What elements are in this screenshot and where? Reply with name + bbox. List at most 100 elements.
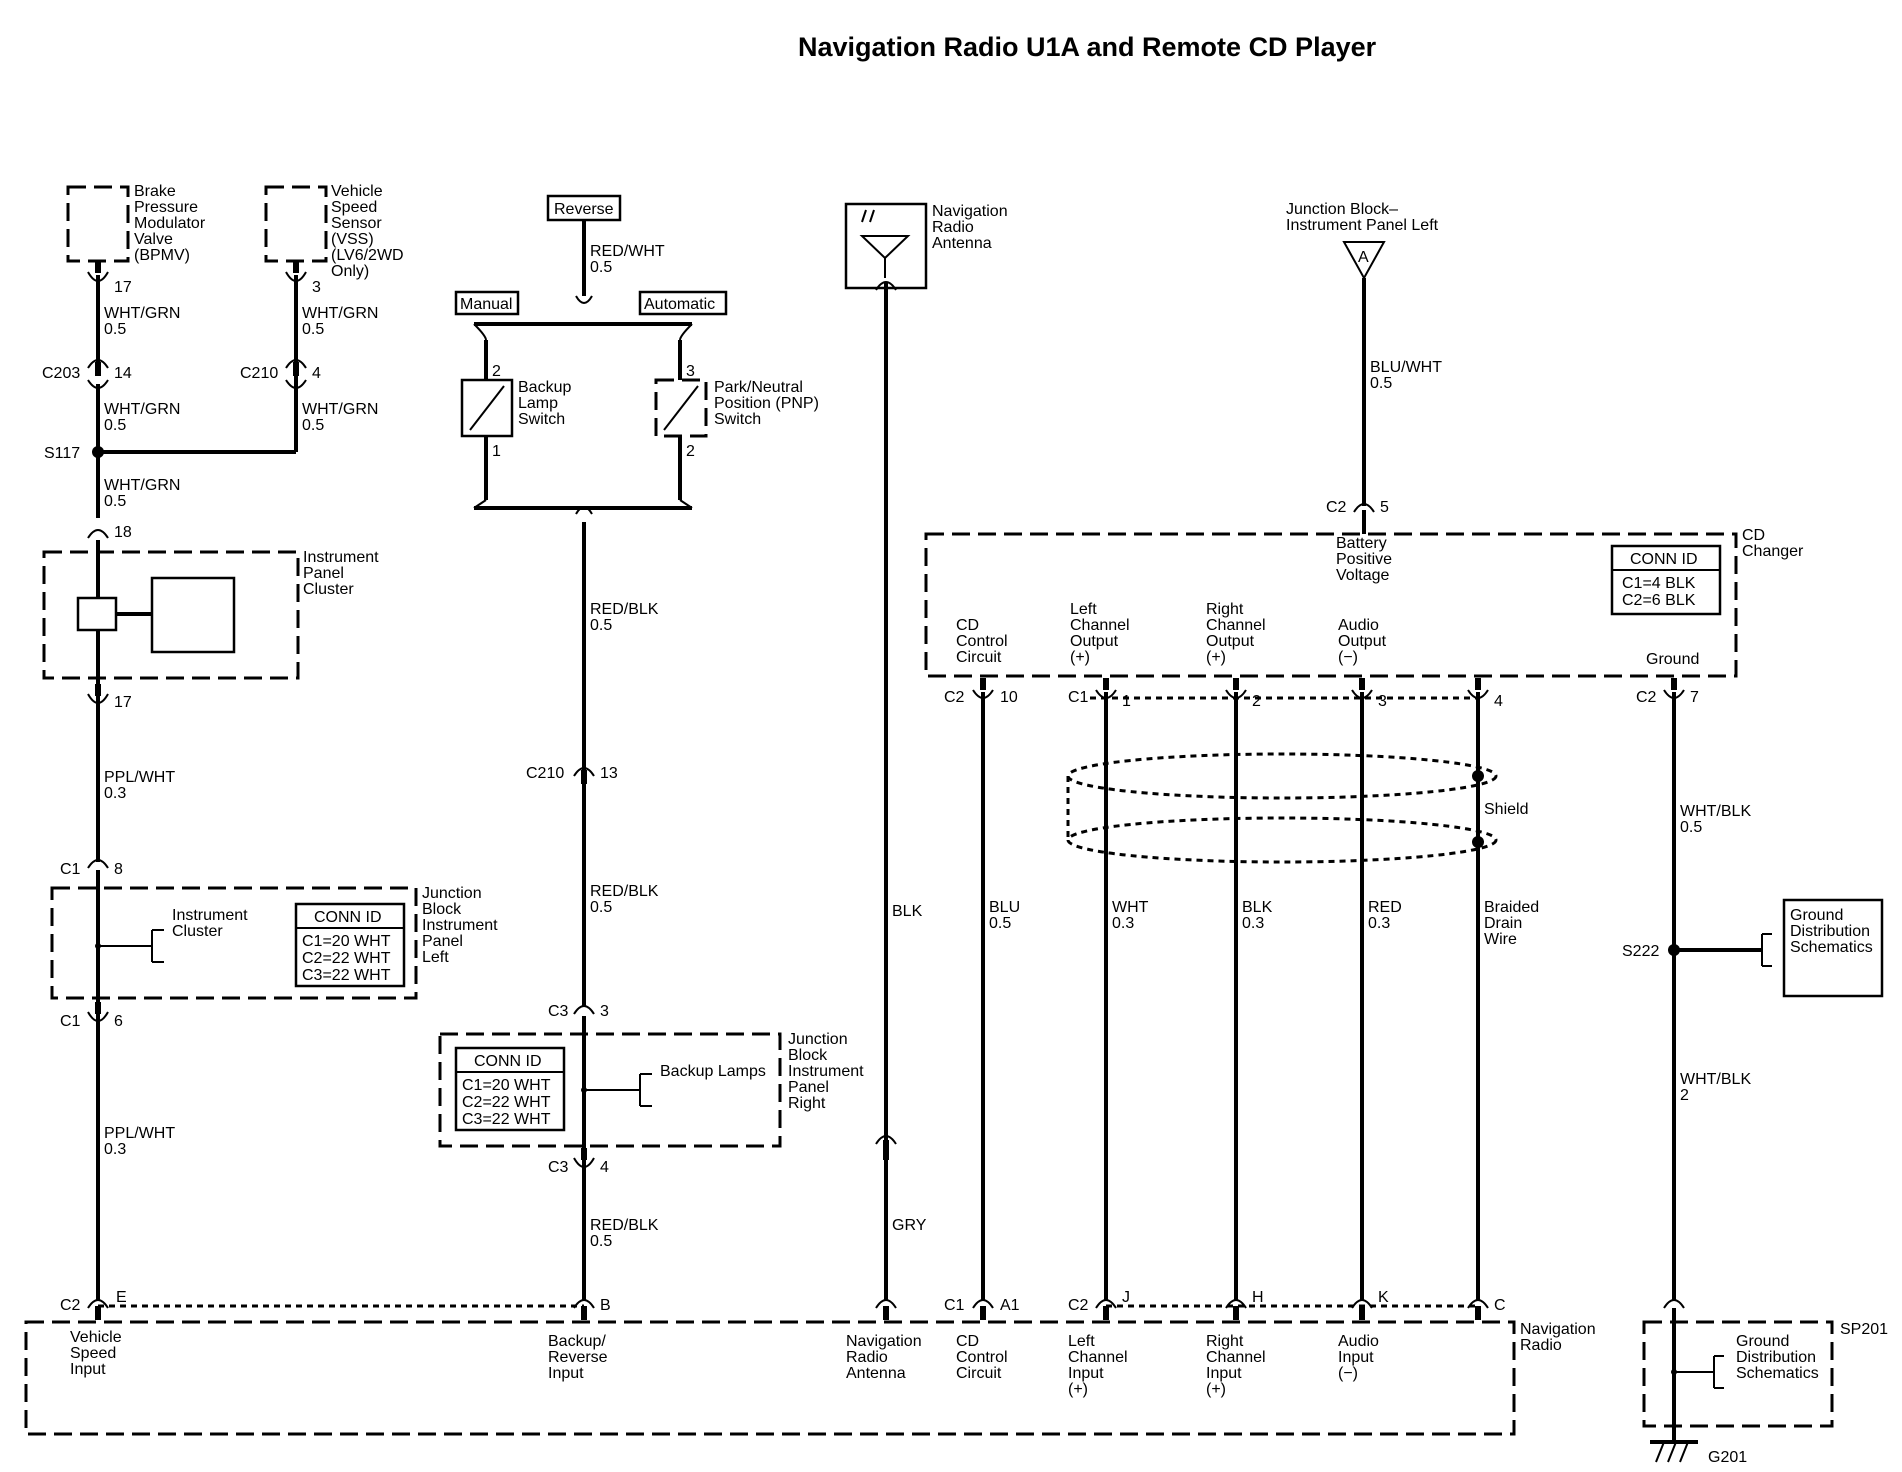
label-line: RED [1368, 899, 1402, 916]
label-line: Channel [1070, 617, 1130, 634]
jb-right-inner-label: Backup Lamps [660, 1063, 766, 1080]
conn-c210b: C210 [526, 765, 564, 782]
pin-4: 4 [312, 365, 321, 382]
pin-3a: 3 [312, 279, 321, 296]
label-line: PPL/WHT [104, 769, 175, 786]
label-line: Panel [303, 565, 344, 582]
fuse-a: A [1342, 241, 1386, 281]
label-line: Instrument [788, 1063, 864, 1080]
pin-b: B [600, 1297, 611, 1314]
pin-14: 14 [114, 365, 132, 382]
label-line: Schematics [1736, 1365, 1819, 1382]
label-line: Input [70, 1361, 106, 1378]
label-line: Distribution [1736, 1349, 1816, 1366]
conn-id-right-head: CONN ID [474, 1053, 542, 1070]
pnp-pin-2: 2 [686, 443, 695, 460]
pin-2: 2 [1252, 693, 1261, 710]
label-line: Speed [70, 1345, 116, 1362]
label-line: Backup/ [548, 1333, 606, 1350]
wire-blk-antenna: BLK [892, 903, 923, 920]
label-line: Cluster [172, 923, 223, 940]
label-line: Control [956, 633, 1008, 650]
label-line: Channel [1068, 1349, 1128, 1366]
pin-17a: 17 [114, 279, 132, 296]
label-line: Ground [1736, 1333, 1789, 1350]
label-line: 0.3 [104, 785, 126, 802]
label-line: 0.5 [989, 915, 1011, 932]
label-line: BLU/WHT [1370, 359, 1442, 376]
label-line: WHT/GRN [104, 401, 180, 418]
label-line: WHT/BLK [1680, 803, 1751, 820]
conn-id-cd-head: CONN ID [1630, 551, 1698, 568]
splice-s222-label: S222 [1622, 943, 1659, 960]
label-line: Antenna [932, 235, 992, 252]
label-line: Switch [518, 411, 565, 428]
wire-gry: GRY [892, 1217, 927, 1234]
label-line: Braided [1484, 899, 1539, 916]
label-line: Input [1068, 1365, 1104, 1382]
pin-17b: 17 [114, 694, 132, 711]
conn-c3a: C3 [548, 1003, 569, 1020]
label-line: (+) [1206, 649, 1226, 666]
label-line: Modulator [134, 215, 206, 232]
label-line: 2 [1680, 1087, 1689, 1104]
label-line: Audio [1338, 1333, 1379, 1350]
label-line: 0.5 [104, 417, 126, 434]
label-line: C2=22 WHT [302, 950, 391, 967]
conn-c1b: C1 [60, 1013, 81, 1030]
conn-c2b: C2 [1636, 689, 1657, 706]
label-line: Panel [422, 933, 463, 950]
label-line: Left [422, 949, 449, 966]
label-line: Junction [422, 885, 482, 902]
conn-c2e: C2 [60, 1297, 81, 1314]
label-line: Brake [134, 183, 176, 200]
label-line: CD [956, 1333, 979, 1350]
ground-g201: G201 [1650, 1440, 1747, 1466]
label-line: Block [422, 901, 462, 918]
pin-3b: 3 [600, 1003, 609, 1020]
diagram-title: Navigation Radio U1A and Remote CD Playe… [798, 32, 1377, 62]
label-line: (+) [1070, 649, 1090, 666]
label-line: 0.5 [590, 617, 612, 634]
label-line: Schematics [1790, 939, 1873, 956]
label-line: Speed [331, 199, 377, 216]
conn-c1a: C1 [60, 861, 81, 878]
label-line: 0.3 [1112, 915, 1134, 932]
label-line: Instrument [172, 907, 248, 924]
label-line: RED/BLK [590, 1217, 659, 1234]
label-line: Circuit [956, 649, 1002, 666]
automatic-label: Automatic [644, 296, 715, 313]
automatic-tag: Automatic [638, 290, 728, 316]
g201-label: G201 [1708, 1449, 1747, 1466]
label-line: PPL/WHT [104, 1125, 175, 1142]
label-line: Switch [714, 411, 761, 428]
